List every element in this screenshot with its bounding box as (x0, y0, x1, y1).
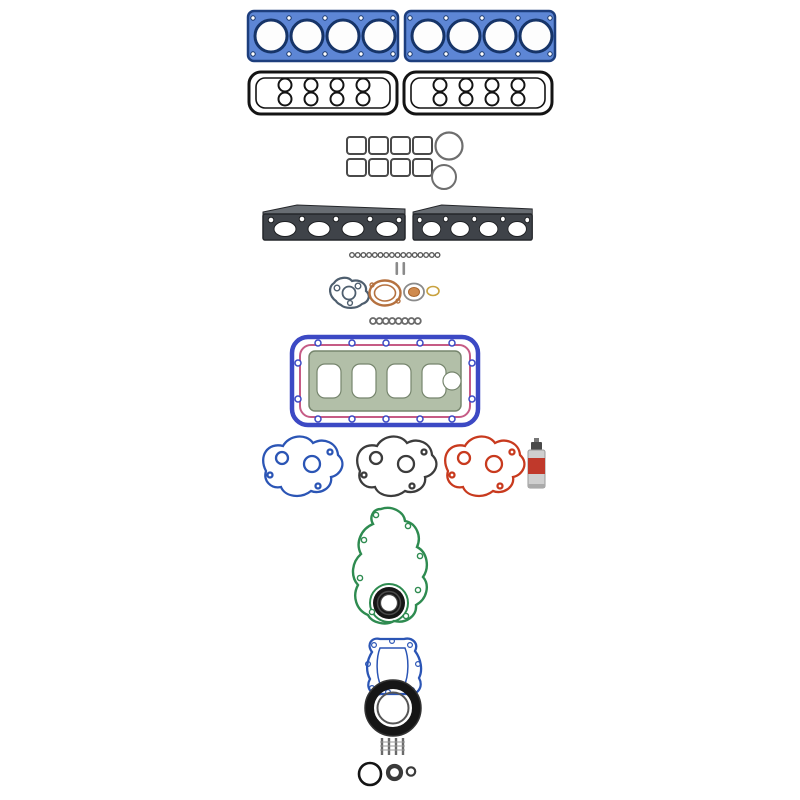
valve-cover-gasket-right (402, 70, 554, 116)
thermostat-gasket (368, 279, 402, 307)
cover-gasket-gray (356, 435, 438, 498)
small-port-gasket (403, 282, 425, 302)
exhaust-manifold-gasket-right (412, 204, 534, 241)
oring-medium (385, 763, 404, 782)
cover-gasket-red (444, 435, 526, 498)
oring-set (369, 317, 422, 325)
oring-small (405, 766, 417, 777)
seal-ring-large (357, 761, 383, 787)
valve-cover-gasket-left (247, 70, 399, 116)
intake-port-gaskets (346, 136, 433, 177)
stud-pair (395, 262, 406, 275)
round-seal-upper (434, 131, 464, 161)
oil-pan-gasket (289, 334, 481, 428)
stud-set (380, 738, 405, 755)
exhaust-manifold-gasket-left (262, 204, 406, 241)
micro-oval-gasket (426, 285, 440, 297)
timing-cover-gasket (351, 506, 429, 625)
crankshaft-rear-main-seal (364, 679, 422, 737)
front-cover-gasket-blue (262, 435, 344, 498)
water-outlet-gasket (329, 276, 370, 309)
rtv-sealant-tube (527, 438, 546, 489)
camshaft-front-seal (373, 587, 405, 619)
washer-set (349, 251, 441, 258)
head-gasket-left (246, 9, 400, 63)
round-seal-lower (431, 164, 457, 190)
head-gasket-right (403, 9, 557, 63)
